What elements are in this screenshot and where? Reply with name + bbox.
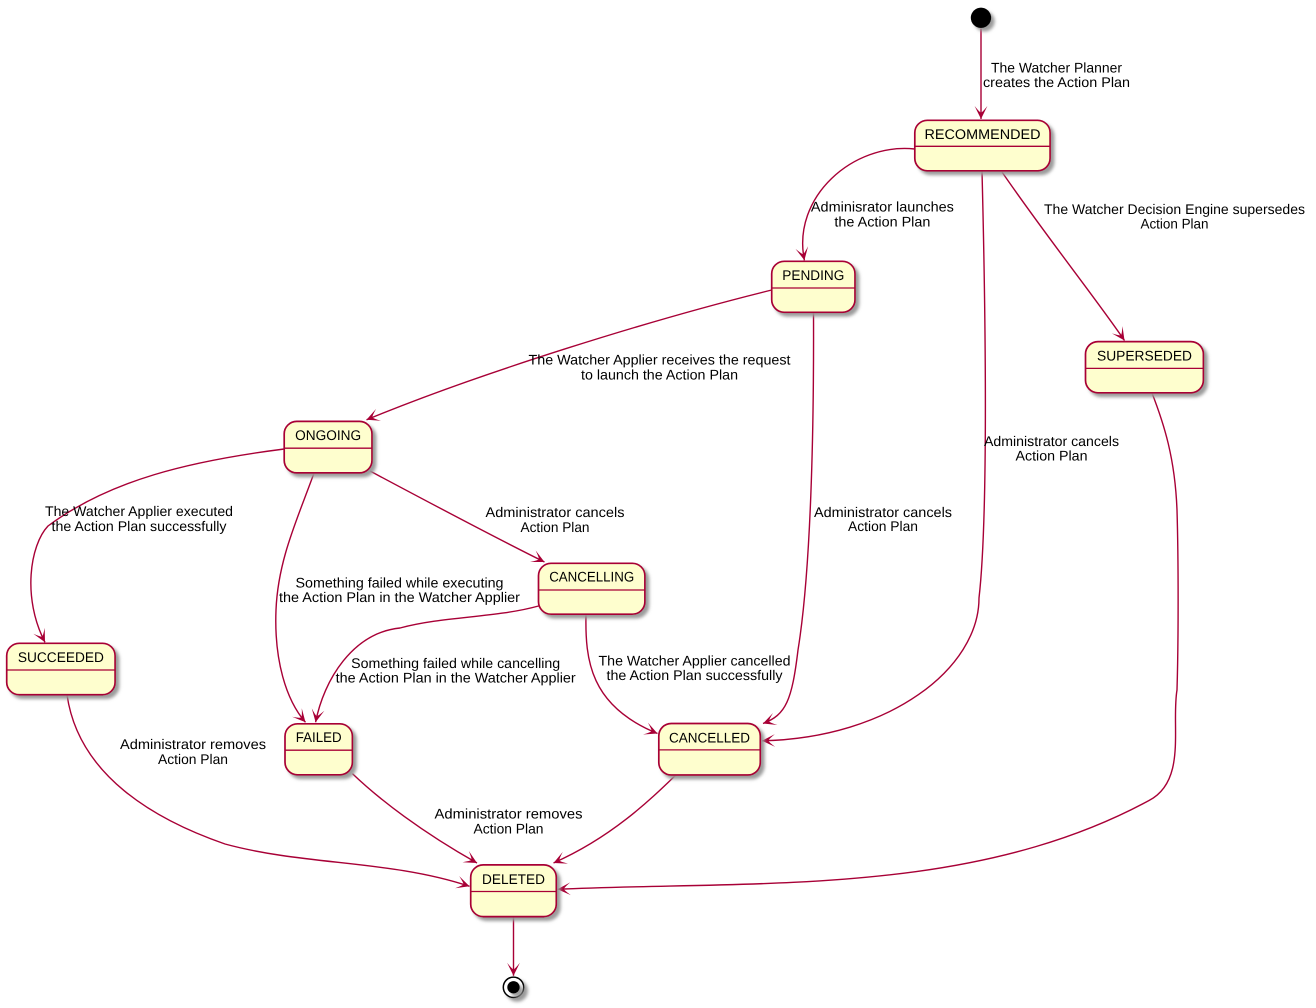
- svg-text:the Action Plan successfully: the Action Plan successfully: [52, 518, 227, 534]
- svg-text:Action Plan: Action Plan: [521, 519, 590, 535]
- svg-text:The Watcher Applier executed: The Watcher Applier executed: [45, 503, 233, 519]
- svg-text:Administrator cancels: Administrator cancels: [814, 504, 952, 520]
- svg-text:Administrator cancels: Administrator cancels: [984, 433, 1119, 449]
- svg-text:ONGOING: ONGOING: [295, 427, 361, 443]
- svg-text:the Action Plan successfully: the Action Plan successfully: [607, 667, 783, 683]
- svg-text:The Watcher Planner: The Watcher Planner: [991, 60, 1122, 76]
- svg-text:Administrator removes: Administrator removes: [120, 736, 266, 752]
- svg-text:CANCELLING: CANCELLING: [549, 569, 634, 585]
- svg-text:CANCELLED: CANCELLED: [669, 730, 750, 746]
- svg-text:SUPERSEDED: SUPERSEDED: [1097, 348, 1192, 364]
- svg-text:Something failed while executi: Something failed while executing: [296, 575, 504, 591]
- svg-text:the Action Plan: the Action Plan: [834, 214, 930, 230]
- svg-text:Administrator removes: Administrator removes: [435, 806, 583, 822]
- svg-text:Action Plan: Action Plan: [158, 751, 228, 767]
- svg-text:Administrator cancels: Administrator cancels: [486, 504, 625, 520]
- svg-text:The Watcher Applier cancelled: The Watcher Applier cancelled: [599, 653, 791, 669]
- svg-text:PENDING: PENDING: [782, 267, 844, 283]
- svg-text:RECOMMENDED: RECOMMENDED: [925, 126, 1041, 142]
- svg-text:DELETED: DELETED: [482, 871, 545, 887]
- svg-text:Action Plan: Action Plan: [848, 518, 918, 534]
- svg-text:The Watcher Decision Engine su: The Watcher Decision Engine supersedes: [1044, 201, 1305, 217]
- svg-text:Action Plan: Action Plan: [1141, 216, 1209, 232]
- svg-text:creates the Action Plan: creates the Action Plan: [983, 74, 1130, 90]
- svg-text:Action Plan: Action Plan: [474, 821, 544, 837]
- svg-text:to launch the Action Plan: to launch the Action Plan: [581, 367, 738, 383]
- svg-text:Action Plan: Action Plan: [1016, 448, 1088, 464]
- svg-text:the Action Plan in the Watcher: the Action Plan in the Watcher Applier: [279, 589, 520, 605]
- svg-text:the Action Plan in the Watcher: the Action Plan in the Watcher Applier: [336, 670, 576, 686]
- svg-text:Something failed while cancell: Something failed while cancelling: [351, 655, 560, 671]
- svg-text:Adminisrator launches: Adminisrator launches: [811, 199, 954, 215]
- svg-text:The Watcher Applier receives t: The Watcher Applier receives the request: [529, 352, 791, 368]
- svg-text:SUCCEEDED: SUCCEEDED: [18, 649, 104, 665]
- svg-text:FAILED: FAILED: [296, 729, 342, 745]
